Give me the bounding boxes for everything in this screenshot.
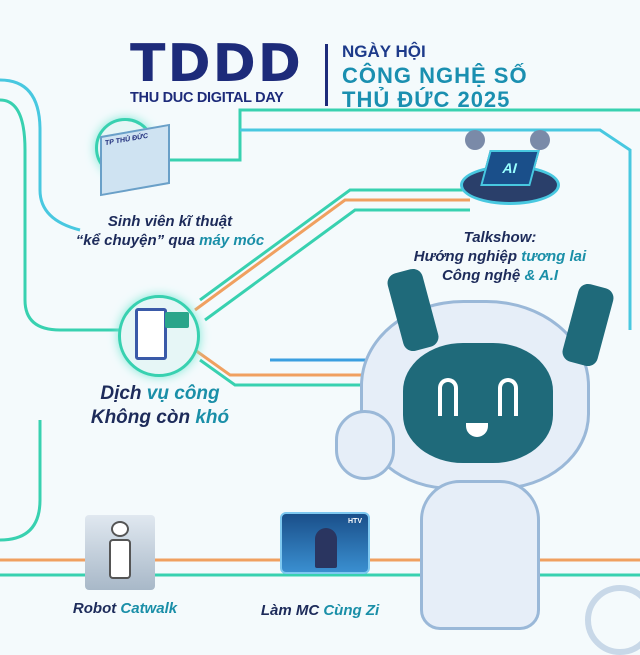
public-service-circle bbox=[118, 295, 200, 377]
chip-label: AI bbox=[500, 160, 520, 176]
label-line: Robot bbox=[72, 600, 121, 617]
label-line: Talkshow: bbox=[463, 229, 537, 246]
mascot-body bbox=[420, 480, 540, 630]
activity-public-service: Dịch vụ công Không còn khó bbox=[60, 382, 260, 430]
activity-talkshow: Talkshow: Hướng nghiệp tương lai Công ng… bbox=[380, 228, 620, 285]
label-line: Không còn bbox=[90, 407, 196, 428]
label-line: khó bbox=[195, 407, 230, 428]
thu-duc-digital-day-logo: TDDD THU DUC DIGITAL DAY bbox=[130, 38, 320, 108]
label-line: Sinh viên kĩ thuật bbox=[107, 213, 233, 230]
label-line: Làm MC bbox=[260, 602, 324, 619]
mascot-robot-head bbox=[360, 300, 590, 490]
event-title: NGÀY HỘI CÔNG NGHỆ SỐ THỦ ĐỨC 2025 bbox=[342, 40, 528, 112]
label-line: Công nghệ bbox=[441, 267, 525, 284]
logo-subtitle: THU DUC DIGITAL DAY bbox=[130, 90, 284, 106]
title-divider bbox=[325, 44, 328, 106]
news-screen-illustration: HTV bbox=[280, 512, 370, 574]
wifi-icon bbox=[585, 585, 640, 655]
clipboard-icon bbox=[135, 308, 167, 360]
id-card-icon bbox=[165, 312, 189, 328]
label-line: “kể chuyện” qua bbox=[75, 232, 200, 249]
booth-illustration: TP THỦ ĐỨC bbox=[100, 123, 170, 197]
title-line-2: CÔNG NGHỆ SỐ bbox=[342, 63, 528, 88]
label-line: tương lai bbox=[521, 248, 587, 265]
label-line: Hướng nghiệp bbox=[413, 248, 522, 265]
activity-robot-catwalk: Robot Catwalk bbox=[60, 600, 190, 617]
screen-label: HTV bbox=[348, 518, 362, 525]
label-line: máy móc bbox=[199, 232, 265, 249]
title-line-1: NGÀY HỘI bbox=[342, 42, 426, 61]
logo-mark: TDDD bbox=[130, 34, 303, 94]
microphone-icon bbox=[530, 130, 550, 150]
robot-catwalk-illustration bbox=[85, 515, 155, 590]
microphone-icon bbox=[465, 130, 485, 150]
label-line: & A.I bbox=[524, 267, 559, 284]
title-line-3: THỦ ĐỨC 2025 bbox=[342, 87, 511, 112]
activity-student-engineers: Sinh viên kĩ thuật “kể chuyện” qua máy m… bbox=[60, 212, 280, 250]
mascot-waving-hand bbox=[335, 410, 395, 480]
label-line: Catwalk bbox=[120, 600, 178, 617]
activity-mc: Làm MC Cùng Zi bbox=[245, 602, 395, 619]
ai-chip-icon: AI bbox=[480, 150, 540, 186]
label-line: vụ công bbox=[146, 383, 220, 404]
label-line: Dịch bbox=[100, 383, 147, 404]
label-line: Cùng Zi bbox=[323, 602, 380, 619]
